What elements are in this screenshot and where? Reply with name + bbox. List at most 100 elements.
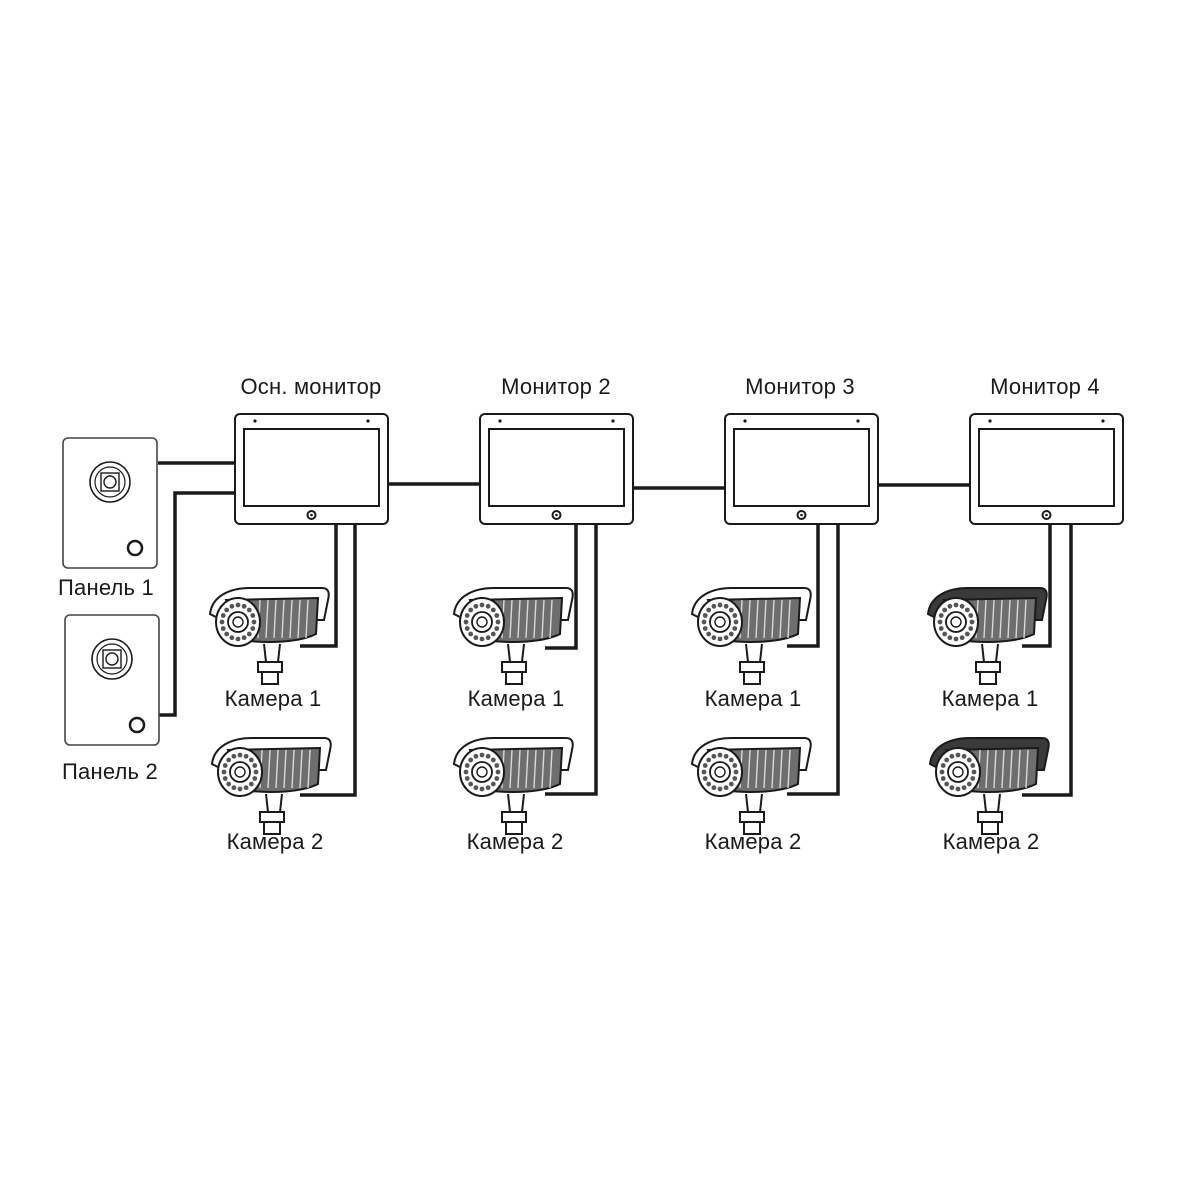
camera-ir-led (468, 607, 474, 613)
camera-label-m3-c2: Камера 2 (704, 829, 802, 854)
camera-label-m1-c2: Камера 2 (226, 829, 324, 854)
camera-lens-inner (234, 766, 246, 778)
camera-ir-led (250, 613, 256, 618)
camera-ir-led (494, 626, 500, 631)
camera-mount (981, 643, 999, 663)
camera-ir-led (219, 619, 225, 625)
camera-ir-led (968, 613, 974, 618)
monitor-icon (479, 413, 634, 525)
camera-ir-led (248, 757, 254, 763)
camera-label-m2-c2: Камера 2 (466, 829, 564, 854)
camera-ir-led (485, 785, 491, 791)
monitor-led (498, 419, 502, 423)
camera-ir-led (701, 769, 707, 775)
camera-ir-led (237, 786, 243, 792)
panel-label-2: Панель 2 (62, 759, 158, 784)
camera-ir-led (964, 631, 970, 637)
camera-ir-led (732, 776, 738, 781)
camera-ir-led (222, 776, 228, 781)
camera-ir-led (495, 619, 501, 625)
monitor-button-dot (1045, 513, 1048, 517)
camera-ir-led (241, 635, 247, 641)
camera-lens-inner (476, 766, 488, 778)
camera-rib (1009, 749, 1013, 789)
camera-ir-led (970, 776, 976, 781)
camera-ir-led (468, 781, 474, 787)
camera-ir-led (250, 626, 256, 631)
camera-mount-base (501, 661, 527, 673)
wire-monitor4-camera2 (1022, 524, 1073, 797)
camera-ir-led (243, 785, 249, 791)
camera-ir-led (226, 757, 232, 763)
camera-lens-inner (714, 616, 726, 628)
camera-rib (999, 599, 1003, 639)
camera-rib (787, 599, 791, 639)
camera-ir-led (961, 753, 967, 759)
camera-mount-base (259, 811, 285, 823)
camera-ir-led (937, 619, 943, 625)
camera-label-m4-c1: Камера 1 (941, 686, 1039, 711)
camera-ir-led (711, 753, 717, 759)
camera-ir-led (964, 607, 970, 613)
camera-ir-led (473, 753, 479, 759)
camera-rib (985, 749, 989, 789)
camera-mount (265, 793, 283, 813)
camera-ir-led (468, 757, 474, 763)
camera-ir-led (702, 613, 708, 618)
cctv-camera-icon (210, 737, 332, 835)
camera-label-m4-c2: Камера 2 (942, 829, 1040, 854)
camera-mount-base (501, 811, 527, 823)
camera-rib (265, 599, 269, 639)
camera-ir-led (220, 626, 226, 631)
camera-ir-led (706, 781, 712, 787)
door-panel-icon (64, 614, 160, 746)
monitor-button-dot (555, 513, 558, 517)
camera-rib (283, 749, 287, 789)
camera-ir-led (968, 626, 974, 631)
camera-ir-led (702, 763, 708, 768)
camera-rib (991, 599, 995, 639)
camera-ir-led (723, 603, 729, 609)
camera-ir-led (942, 607, 948, 613)
camera-ir-led (253, 769, 259, 775)
monitor-led (366, 419, 370, 423)
camera-mount-base (257, 661, 283, 673)
camera-mount-foot (981, 821, 999, 835)
camera-ir-led (733, 619, 739, 625)
camera-ir-led (252, 776, 258, 781)
camera-mount (983, 793, 1001, 813)
camera-mount (745, 643, 763, 663)
camera-ir-led (959, 635, 965, 641)
camera-rib (289, 599, 293, 639)
cctv-camera-icon (690, 587, 812, 685)
cctv-camera-icon (208, 587, 330, 685)
camera-ir-led (229, 635, 235, 641)
camera-rib (307, 749, 311, 789)
camera-ir-led (226, 781, 232, 787)
camera-rib (549, 749, 553, 789)
camera-rib (1025, 749, 1029, 789)
camera-label-m1-c1: Камера 1 (224, 686, 322, 711)
camera-ir-led (944, 781, 950, 787)
camera-mount-base (739, 661, 765, 673)
camera-ir-led (495, 769, 501, 775)
panel-lens-center (105, 652, 119, 666)
camera-ir-led (479, 752, 485, 758)
camera-ir-led (717, 636, 723, 642)
monitor-label-3: Монитор 3 (745, 374, 855, 399)
camera-ir-led (222, 763, 228, 768)
monitor-screen (978, 428, 1115, 507)
monitor-icon (724, 413, 879, 525)
camera-ir-led (463, 769, 469, 775)
camera-rib (541, 749, 545, 789)
camera-mount-base (977, 811, 1003, 823)
camera-rib (517, 749, 521, 789)
camera-mount-foot (505, 671, 523, 685)
camera-ir-led (723, 785, 729, 791)
camera-rib (763, 749, 767, 789)
camera-ir-led (224, 607, 230, 613)
camera-mount-base (739, 811, 765, 823)
camera-ir-led (711, 635, 717, 641)
camera-ir-led (732, 763, 738, 768)
